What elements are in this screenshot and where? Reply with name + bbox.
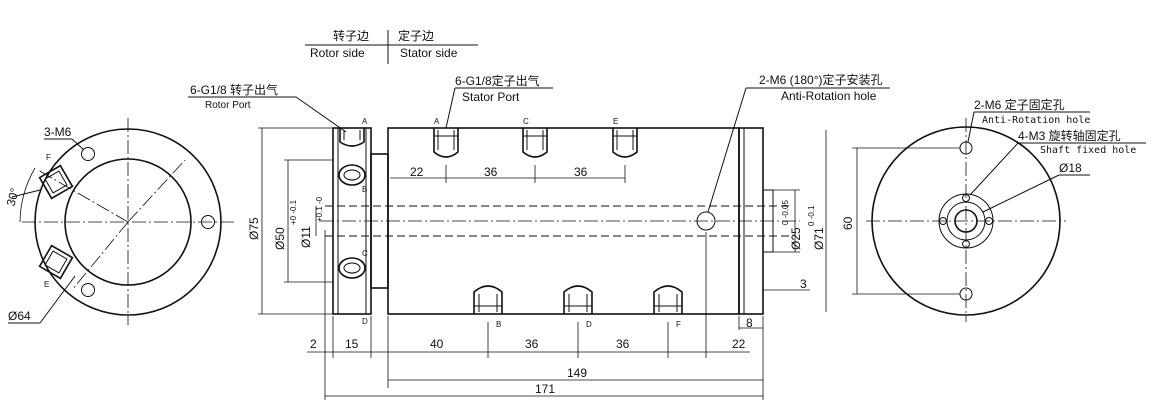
stator-port-bottom: D — [563, 285, 593, 329]
stator-port-bottom-label: F — [676, 320, 681, 329]
rotor-port-en: Rotor Port — [205, 100, 251, 111]
dim-2: 2 — [310, 337, 317, 351]
dim-36-bottom-1: 36 — [525, 337, 539, 351]
shaft-hole-en: Shaft fixed hole — [1040, 145, 1136, 156]
stator-port-top-label: E — [613, 117, 618, 126]
rotor-port-c — [338, 257, 366, 279]
rotor-side-en: Rotor side — [310, 46, 365, 60]
stator-port-top: E — [612, 117, 638, 158]
dim-3: 3 — [800, 277, 807, 291]
dia-71-tol: 0 -0.1 — [807, 205, 816, 226]
side-header: 转子边 Rotor side 定子边 Stator side — [305, 28, 478, 64]
stator-port-en: Stator Port — [462, 90, 520, 104]
dia-11-tol: +0.1 -0 — [315, 196, 324, 222]
rotor-port-b-label: B — [362, 185, 367, 194]
dim-60: 60 — [841, 216, 855, 230]
rotor-port-cn: 6-G1/8 转子出气 — [190, 82, 278, 97]
anti-rotation-en: Anti-Rotation hole — [781, 89, 877, 103]
rotor-port-a — [339, 128, 365, 147]
anti-rotation-hole-cn: 2-M6 定子固定孔 — [974, 97, 1065, 112]
dia-25: Ø25 — [789, 227, 803, 250]
dia-75: Ø75 — [247, 217, 261, 240]
rotor-port-b — [338, 164, 366, 186]
left-end-view: F E 3-M6 30° Ø64 — [4, 118, 235, 325]
m6-hole-label: 3-M6 — [44, 125, 72, 139]
rotor-port-d-label: D — [362, 317, 368, 326]
anti-rotation-hole-en: Anti-Rotation hole — [982, 115, 1090, 126]
dim-149: 149 — [567, 366, 587, 380]
stator-side-cn: 定子边 — [398, 28, 434, 43]
shaft-hole-cn: 4-M3 旋转轴固定孔 — [1018, 128, 1121, 143]
port-e-label: E — [44, 280, 49, 289]
stator-port-bottom-label: D — [586, 320, 592, 329]
dim-22-top: 22 — [410, 165, 424, 179]
dim-22-bottom: 22 — [732, 337, 746, 351]
stator-port-top-label: A — [434, 117, 440, 126]
dia-11: Ø11 — [299, 226, 313, 248]
dim-15: 15 — [345, 337, 359, 351]
rotor-port-a-label: A — [362, 117, 368, 126]
dia-18: Ø18 — [1059, 161, 1082, 175]
dia-50-tol: +0 -0.1 — [289, 199, 298, 225]
dia-64-label: Ø64 — [8, 309, 31, 323]
stator-port-top-label: C — [523, 117, 529, 126]
stator-port-bottom: F — [653, 285, 683, 329]
dim-36-top-1: 36 — [484, 165, 498, 179]
stator-port-bottom: B — [473, 285, 503, 329]
stator-port-bottom-label: B — [496, 320, 501, 329]
rotor-port-c-label: C — [362, 249, 368, 258]
dim-40: 40 — [430, 337, 444, 351]
dim-36-bottom-2: 36 — [616, 337, 630, 351]
stator-port-cn: 6-G1/8定子出气 — [455, 73, 540, 88]
stator-side-en: Stator side — [400, 46, 458, 60]
port-f-label: F — [46, 153, 51, 162]
dia-50: Ø50 — [273, 227, 287, 250]
stator-port-top: C — [522, 117, 548, 158]
dim-171: 171 — [535, 382, 555, 396]
stator-port-top: A — [433, 117, 459, 158]
dim-36-top-2: 36 — [574, 165, 588, 179]
anti-rotation-cn: 2-M6 (180°)定子安装孔 — [759, 72, 883, 87]
dia-25-tol: 0 -0.05 — [781, 200, 790, 225]
rotor-side-cn: 转子边 — [333, 28, 369, 43]
dia-71: Ø71 — [812, 227, 826, 250]
dim-8: 8 — [746, 316, 753, 330]
right-end-view: 60 2-M6 定子固定孔 Anti-Rotation hole 4-M3 旋转… — [841, 97, 1146, 322]
side-view: A B C D A C E B D F 6-G1/8 转子出气 Rotor Port 6… — [188, 72, 890, 400]
